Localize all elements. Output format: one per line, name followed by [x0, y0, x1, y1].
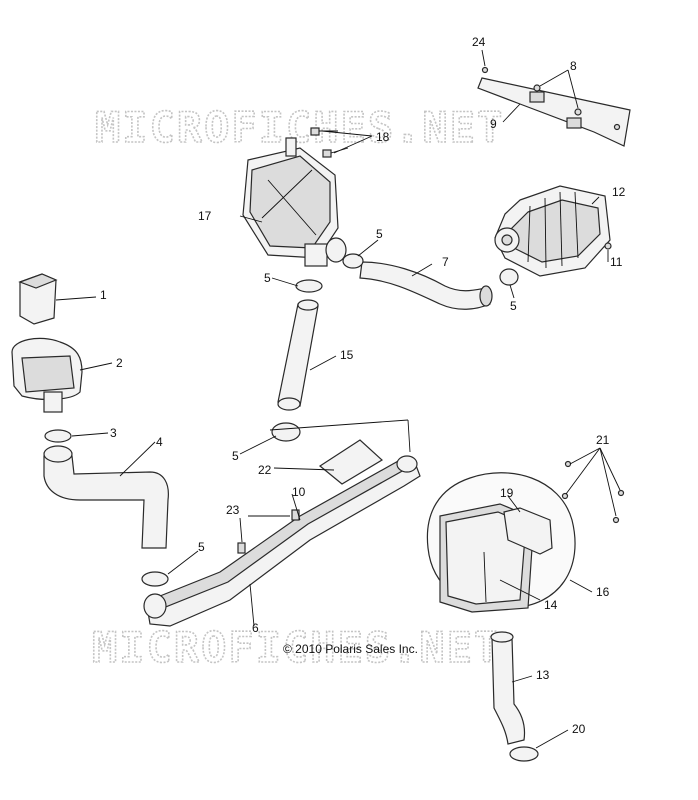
bracket-part-9 [477, 66, 631, 147]
copyright-text: © 2010 Polaris Sales Inc. [283, 642, 418, 656]
callout-23: 23 [226, 503, 240, 517]
callout-17: 17 [198, 209, 212, 223]
clamp-part-5-e [141, 571, 169, 587]
callout-3: 3 [110, 426, 117, 440]
callout-10: 11 [610, 255, 623, 269]
callout-4: 4 [156, 435, 163, 449]
callout-15: 13 [536, 668, 550, 682]
callout-1: 1 [100, 288, 107, 302]
callout-5-b: 5 [264, 271, 271, 285]
filter-part-1 [18, 273, 58, 325]
clamp-part-20 [509, 746, 539, 762]
callout-19: 19 [500, 486, 514, 500]
clamp-part-5-b [295, 279, 323, 293]
callout-8: 8 [570, 59, 577, 73]
watermark-bottom: MICROFICHES.NET [92, 623, 501, 672]
leader-lines [55, 49, 621, 749]
watermark-top: MICROFICHES.NET [95, 103, 504, 152]
callout-2: 2 [116, 356, 123, 370]
callout-9: 9 [490, 117, 497, 131]
callout-5-e: 5 [198, 540, 205, 554]
callout-7: 7 [442, 255, 449, 269]
duct-part-4 [43, 445, 169, 549]
callout-22: 22 [258, 463, 272, 477]
engine-part-12 [494, 185, 612, 277]
callout-6: 6 [252, 621, 259, 635]
callout-20: 20 [572, 722, 586, 736]
screws-part-23 [237, 509, 300, 554]
airbox-part-17 [242, 137, 347, 267]
tube-part-15 [490, 631, 526, 745]
callout-18: 18 [376, 130, 390, 144]
clamp-part-5-c [499, 268, 519, 286]
hose-part-7 [359, 261, 493, 310]
clamp-part-5-d [271, 422, 301, 442]
label-part-22 [318, 439, 384, 485]
callout-24: 24 [472, 35, 486, 49]
callout-16: 14 [544, 598, 558, 612]
assembly-part-14 [426, 460, 625, 613]
callout-12: 12 [612, 185, 626, 199]
callout-21: 21 [596, 433, 610, 447]
callout-14: 16 [596, 585, 610, 599]
callout-11: 10 [292, 485, 306, 499]
clamp-part-3 [44, 429, 72, 443]
callout-5-c: 5 [510, 299, 517, 313]
duct-part-6 [143, 419, 421, 627]
callout-5-a: 5 [376, 227, 383, 241]
cover-part-2 [11, 337, 83, 413]
bolts-part-18 [310, 127, 349, 158]
clamp-part-5-a [342, 253, 364, 269]
tube-part-13 [277, 299, 319, 411]
callout-5-d: 5 [232, 449, 239, 463]
callout-13: 15 [340, 348, 354, 362]
callout-numbers: 24 8 9 18 12 17 5 7 11 5 1 5 15 2 3 4 21… [100, 35, 626, 736]
